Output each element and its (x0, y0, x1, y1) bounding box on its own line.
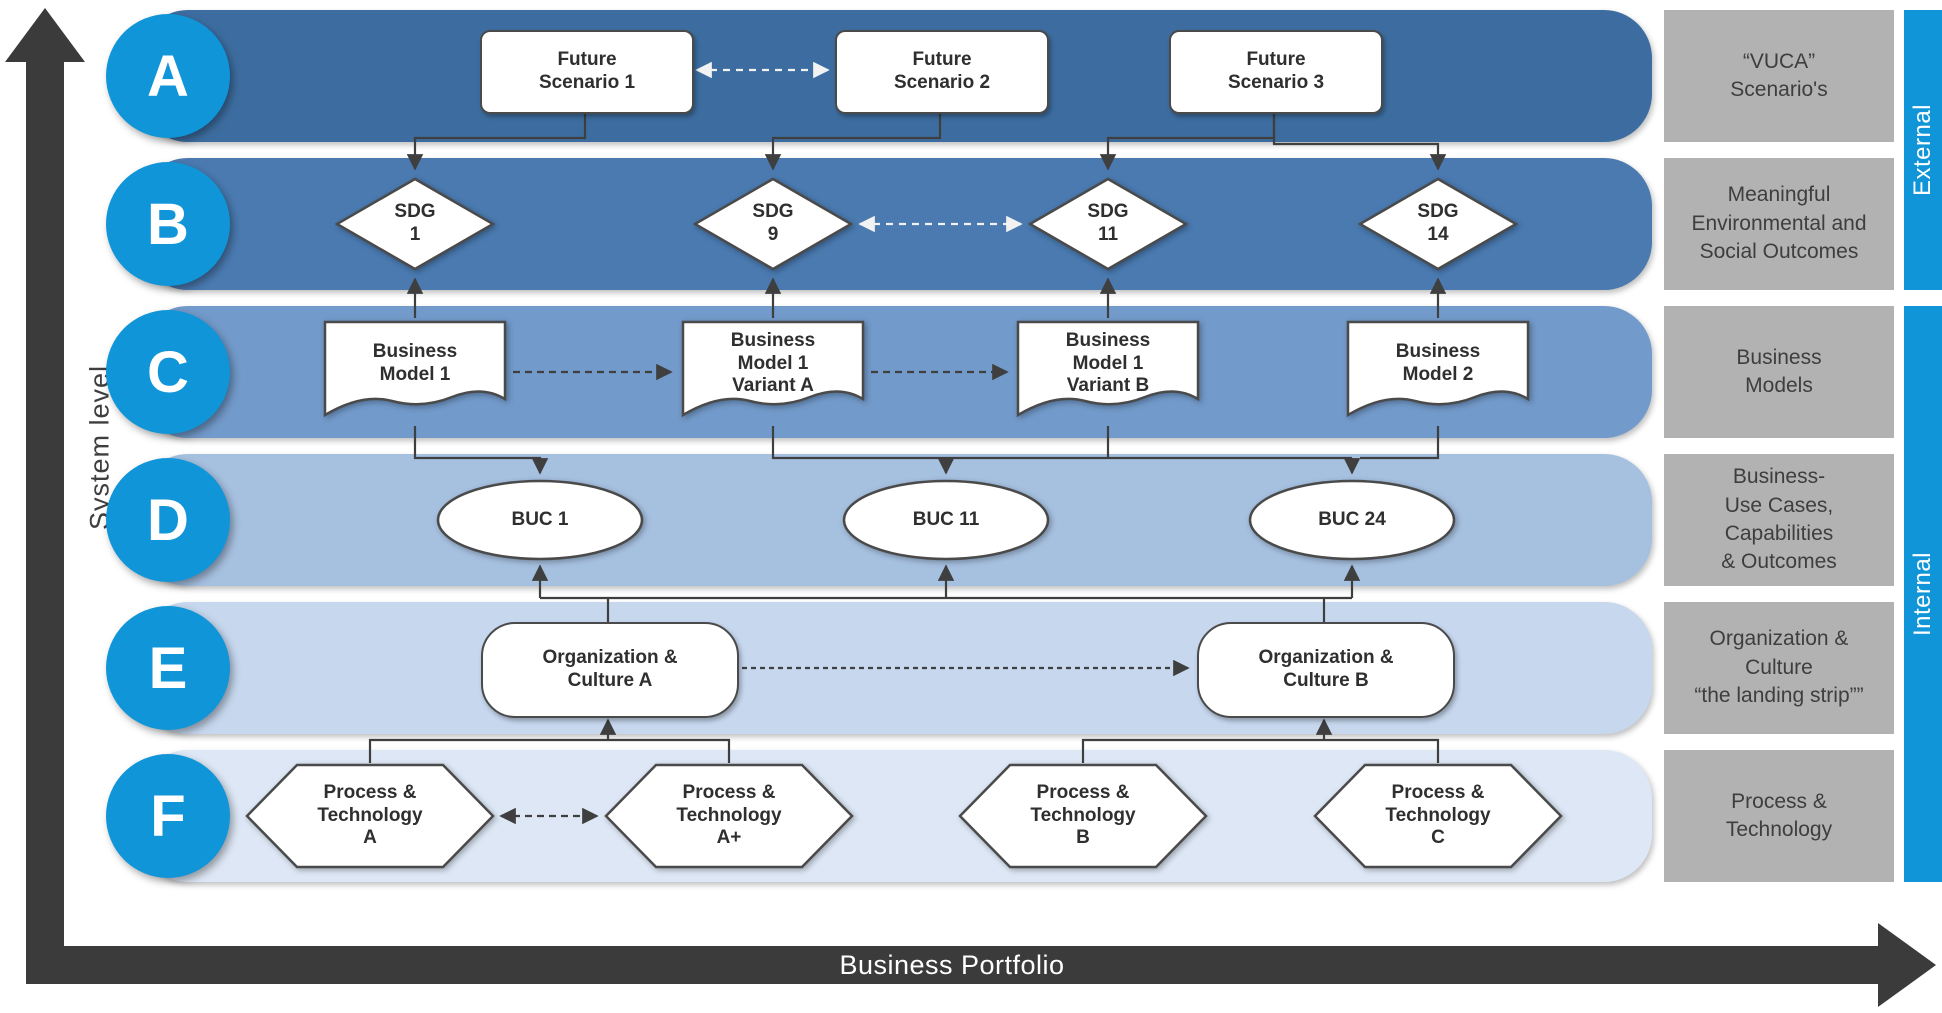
diamond-shape-icon (693, 177, 853, 271)
node-sdg-1-label: SDG 1 (394, 201, 436, 245)
document-shape-icon (1016, 320, 1200, 418)
node-business-model-1-variant-b-label: Business Model 1 Variant B (1065, 329, 1151, 397)
node-buc-24: BUC 24 (1247, 478, 1457, 562)
node-sdg-11: SDG 11 (1028, 177, 1188, 271)
node-process-technology-c-label: Process & Technology C (1385, 781, 1491, 849)
x-axis-bar: Business Portfolio (26, 946, 1878, 984)
diamond-shape-icon (335, 177, 495, 271)
document-shape-icon (1346, 320, 1530, 418)
row-e-description: Organization & Culture “the landing stri… (1664, 602, 1894, 734)
row-c-description: Business Models (1664, 306, 1894, 438)
node-business-model-1-label: Business Model 1 (372, 341, 458, 385)
node-business-model-1: Business Model 1 (322, 319, 508, 425)
node-future-scenario-2: Future Scenario 2 (835, 30, 1049, 114)
node-process-technology-b: Process & Technology B (958, 763, 1208, 869)
document-shape-icon (681, 320, 865, 418)
node-process-technology-a-plus-label: Process & Technology A+ (676, 781, 782, 849)
node-sdg-9-label: SDG 9 (752, 201, 794, 245)
node-sdg-14-label: SDG 14 (1417, 201, 1459, 245)
x-axis-label: Business Portfolio (839, 949, 1065, 980)
x-axis-arrowhead (1878, 923, 1936, 1007)
node-business-model-1-variant-a-label: Business Model 1 Variant A (730, 329, 816, 397)
row-f-description: Process & Technology (1664, 750, 1894, 882)
node-future-scenario-3: Future Scenario 3 (1169, 30, 1383, 114)
node-sdg-1: SDG 1 (335, 177, 495, 271)
row-d-description: Business- Use Cases, Capabilities & Outc… (1664, 454, 1894, 586)
row-a-circle: A (106, 14, 230, 138)
node-future-scenario-3-label: Future Scenario 3 (1227, 49, 1325, 93)
node-process-technology-a-label: Process & Technology A (317, 781, 423, 849)
external-bar: External (1904, 10, 1942, 290)
ellipse-shape-icon (842, 479, 1050, 561)
node-org-culture-a-label: Organization & Culture A (542, 647, 678, 691)
node-buc-1: BUC 1 (435, 478, 645, 562)
hexagon-shape-icon (958, 763, 1208, 869)
hexagon-shape-icon (1313, 763, 1563, 869)
ellipse-shape-icon (436, 479, 644, 561)
row-c-circle: C (106, 310, 230, 434)
row-f-circle: F (106, 754, 230, 878)
node-sdg-14: SDG 14 (1358, 177, 1518, 271)
node-future-scenario-1: Future Scenario 1 (480, 30, 694, 114)
node-org-culture-b-label: Organization & Culture B (1258, 647, 1394, 691)
row-a-description: “VUCA” Scenario's (1664, 10, 1894, 142)
row-b-circle: B (106, 162, 230, 286)
row-b-description: Meaningful Environmental and Social Outc… (1664, 158, 1894, 290)
node-process-technology-a-plus: Process & Technology A+ (604, 763, 854, 869)
node-buc-24-label: BUC 24 (1318, 508, 1386, 530)
node-buc-1-label: BUC 1 (511, 508, 569, 530)
row-d-circle: D (106, 458, 230, 582)
node-org-culture-b: Organization & Culture B (1197, 622, 1455, 718)
internal-bar: Internal (1904, 306, 1942, 882)
document-shape-icon (323, 320, 507, 418)
node-org-culture-a: Organization & Culture A (481, 622, 739, 718)
node-buc-11-label: BUC 11 (912, 508, 980, 530)
node-future-scenario-1-label: Future Scenario 1 (538, 49, 636, 93)
node-process-technology-a: Process & Technology A (245, 763, 495, 869)
node-process-technology-c: Process & Technology C (1313, 763, 1563, 869)
node-buc-11: BUC 11 (841, 478, 1051, 562)
node-sdg-9: SDG 9 (693, 177, 853, 271)
row-b-letter: B (147, 191, 189, 257)
y-axis-bar (26, 60, 64, 984)
y-axis-arrowhead (5, 8, 85, 62)
hexagon-shape-icon (604, 763, 854, 869)
node-sdg-11-label: SDG 11 (1087, 201, 1129, 245)
row-e-letter: E (148, 635, 188, 701)
diamond-shape-icon (1358, 177, 1518, 271)
row-d-letter: D (147, 487, 189, 553)
ellipse-shape-icon (1248, 479, 1456, 561)
diamond-shape-icon (1028, 177, 1188, 271)
row-f-letter: F (150, 783, 186, 849)
node-business-model-2-label: Business Model 2 (1395, 341, 1481, 385)
node-process-technology-b-label: Process & Technology B (1030, 781, 1136, 849)
node-business-model-2: Business Model 2 (1345, 319, 1531, 425)
row-c-letter: C (147, 339, 189, 405)
node-business-model-1-variant-a: Business Model 1 Variant A (680, 319, 866, 425)
node-business-model-1-variant-b: Business Model 1 Variant B (1015, 319, 1201, 425)
hexagon-shape-icon (245, 763, 495, 869)
node-future-scenario-2-label: Future Scenario 2 (893, 49, 991, 93)
row-a-letter: A (147, 43, 189, 109)
row-e-circle: E (106, 606, 230, 730)
